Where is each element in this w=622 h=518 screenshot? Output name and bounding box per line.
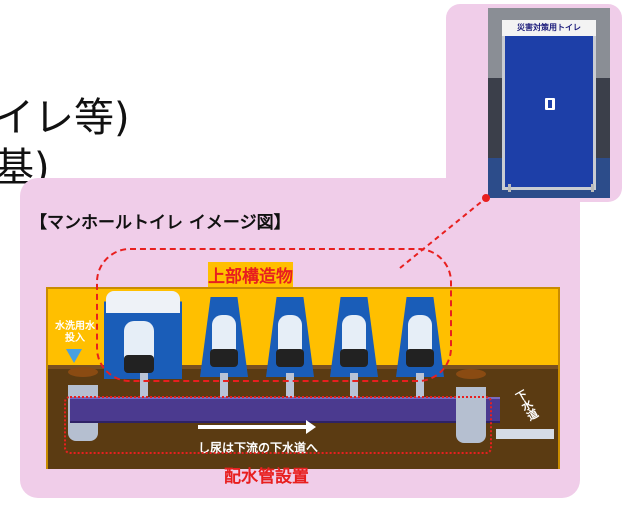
drain-riser bbox=[286, 373, 294, 399]
connector-dot bbox=[482, 194, 490, 202]
drain-riser bbox=[220, 373, 228, 399]
manhole-toilet-illustration: 水洗用水投入 し尿は下流の下水道へ 下水道 bbox=[46, 287, 560, 469]
flow-label: し尿は下流の下水道へ bbox=[198, 441, 319, 455]
toilet-unit-2 bbox=[200, 297, 248, 377]
cut-off-heading-line-1: イレ等) bbox=[0, 95, 130, 141]
down-arrow-icon bbox=[66, 349, 82, 363]
drain-riser bbox=[140, 373, 148, 399]
toilet-seat bbox=[210, 349, 238, 367]
toilet-seat bbox=[340, 349, 368, 367]
outlet-manhole-cover bbox=[456, 369, 486, 379]
pipe-highlight bbox=[64, 396, 492, 454]
booth-roof bbox=[106, 291, 180, 313]
drain-riser bbox=[350, 373, 358, 399]
toilet-seat bbox=[276, 349, 304, 367]
inlet-manhole-cover bbox=[68, 367, 98, 377]
upper-structure-label: 上部構造物 bbox=[208, 262, 293, 287]
pipe-label: 配水管設置 bbox=[224, 467, 309, 487]
sewer-outlet-pipe bbox=[496, 429, 554, 439]
toilet-unit-3 bbox=[266, 297, 314, 377]
flow-arrow-icon bbox=[198, 420, 316, 434]
booth-frame-legs bbox=[508, 184, 594, 192]
booth-sign: 災害対策用トイレ bbox=[502, 20, 596, 36]
toilet-unit-4 bbox=[330, 297, 378, 377]
toilet-seat bbox=[124, 355, 154, 373]
toilet-booth: 災害対策用トイレ bbox=[502, 20, 596, 190]
restroom-icon bbox=[545, 98, 555, 110]
drain-riser bbox=[416, 373, 424, 399]
disaster-toilet-photo: 災害対策用トイレ bbox=[488, 8, 610, 198]
connector-line bbox=[399, 197, 487, 269]
upper-structure-highlight bbox=[96, 248, 452, 382]
water-inlet-label: 水洗用水投入 bbox=[55, 321, 95, 344]
diagram-title: 【マンホールトイレ イメージ図】 bbox=[30, 213, 291, 233]
drain-pipe bbox=[70, 397, 500, 423]
